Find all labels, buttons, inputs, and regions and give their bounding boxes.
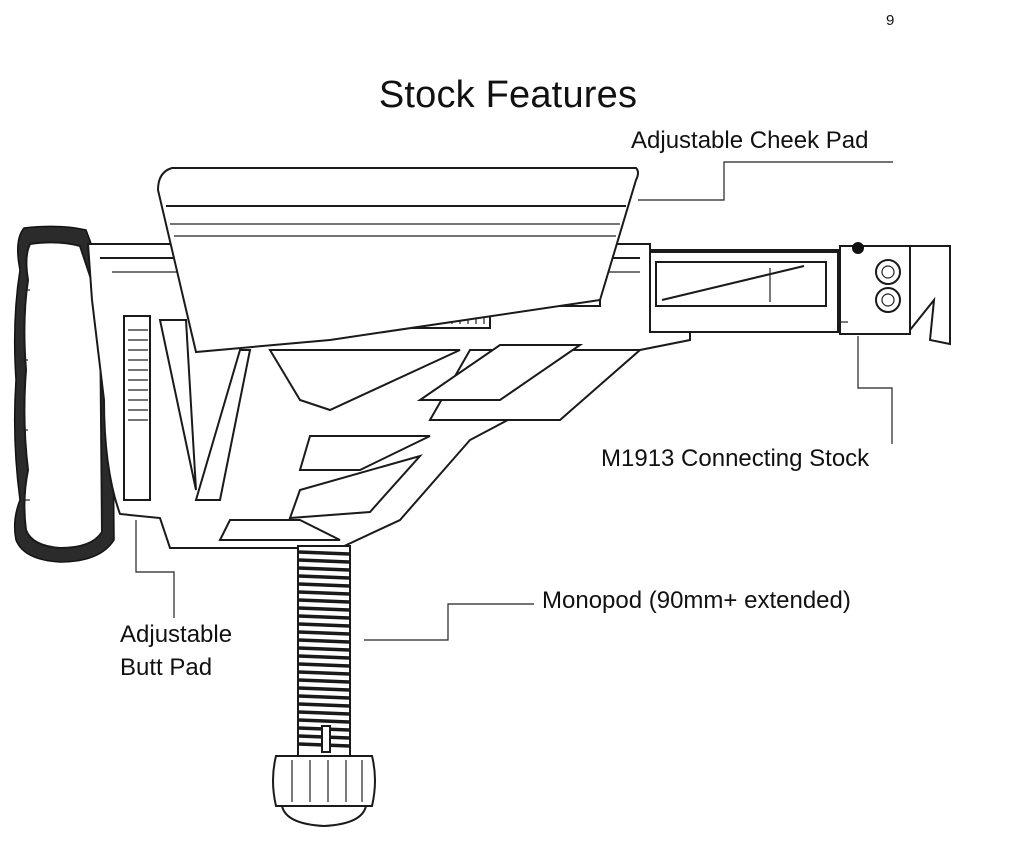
monopod-illustration — [272, 545, 376, 828]
callout-adjustable-butt-pad: Adjustable Butt Pad — [120, 618, 232, 684]
connecting-stock-illustration — [649, 242, 951, 346]
callout-butt-pad-line1: Adjustable — [120, 621, 233, 648]
callout-adjustable-cheek-pad: Adjustable Cheek Pad — [631, 127, 869, 154]
butt-pad-illustration — [13, 225, 115, 563]
page-title: Stock Features — [378, 74, 638, 116]
callout-butt-pad-line2: Butt Pad — [120, 654, 213, 681]
callout-m1913-connecting-stock: M1913 Connecting Stock — [601, 445, 870, 472]
leader-lines — [135, 161, 893, 641]
page-number: 9 — [886, 12, 895, 29]
callout-monopod: Monopod (90mm+ extended) — [542, 587, 851, 614]
cheek-pad-illustration — [156, 167, 639, 354]
